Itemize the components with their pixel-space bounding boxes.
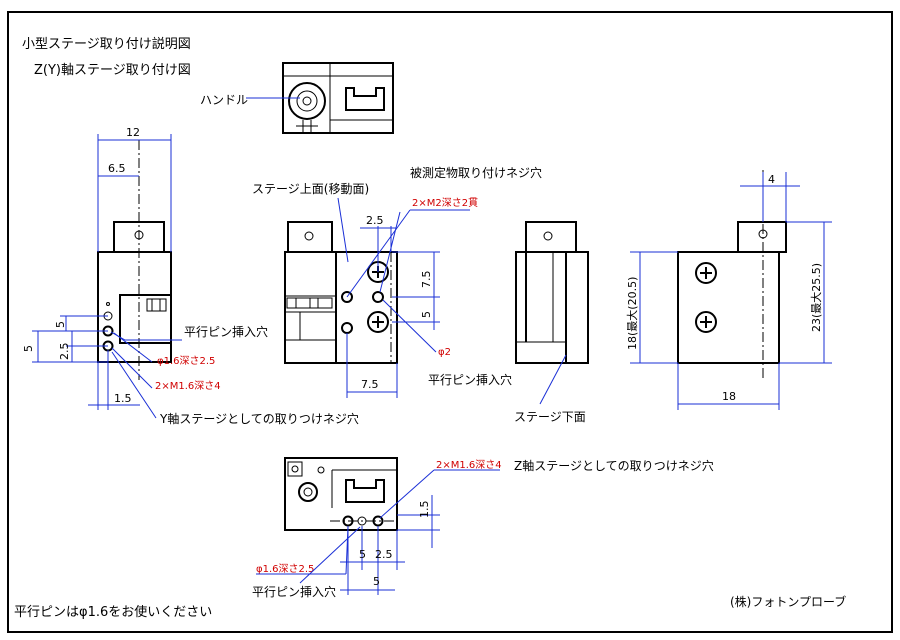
- label-y-stage-screw: Y軸ステージとしての取りつけネジ穴: [159, 411, 359, 426]
- dim-5-left-b: 5: [54, 321, 67, 328]
- label-parallel-pin-bottom: 平行ピン挿入穴: [252, 584, 336, 599]
- top-view: [282, 62, 394, 134]
- dim-5-front-v: 5: [420, 311, 433, 318]
- dim-7-5-front-v: 7.5: [420, 271, 433, 289]
- front-view: [284, 221, 398, 364]
- dim-18: 18: [722, 390, 736, 403]
- dim-6-5: 6.5: [108, 162, 126, 175]
- label-red-m2: 2×M2深さ2貫: [412, 197, 478, 209]
- label-z-stage-screw: Z軸ステージとしての取りつけネジ穴: [514, 458, 714, 473]
- label-m16-left: 2×M1.6深さ4: [155, 380, 221, 392]
- label-measured-screw: 被測定物取り付けネジ穴: [410, 165, 542, 180]
- label-parallel-pin-mid: 平行ピン挿入穴: [428, 372, 512, 387]
- label-phi2: φ2: [438, 347, 451, 358]
- right-view: [677, 170, 787, 380]
- label-height-right: 23(最大25.5): [809, 263, 823, 332]
- dim-2-5-bottom: 2.5: [375, 548, 393, 561]
- back-view: [515, 221, 589, 364]
- bottom-view: [284, 457, 398, 531]
- dim-2-5-left: 2.5: [58, 343, 71, 361]
- dim-1-5-left: 1.5: [114, 392, 132, 405]
- dim-4: 4: [768, 173, 775, 186]
- handle-knob: [288, 82, 326, 120]
- label-stage-bottom: ステージ下面: [514, 410, 586, 424]
- label-height-left: 18(最大(20.5): [625, 277, 639, 350]
- label-parallel-pin-left: 平行ピン挿入穴: [184, 324, 268, 339]
- dim-5-bottom-b: 5: [373, 575, 380, 588]
- label-phi16-left: φ1.6深さ2.5: [157, 355, 215, 367]
- title-main: 小型ステージ取り付け説明図: [22, 36, 191, 52]
- label-stage-top: ステージ上面(移動面): [252, 182, 369, 196]
- dim-5-left: 5: [22, 345, 35, 352]
- dim-2-5-front: 2.5: [366, 214, 384, 227]
- label-m16-bottom: 2×M1.6深さ4: [436, 459, 502, 471]
- company-name: (株)フォトンプローブ: [730, 594, 846, 609]
- dim-12: 12: [126, 126, 140, 139]
- dim-1-5-bottom: 1.5: [418, 501, 431, 519]
- footer-note: 平行ピンはφ1.6をお使いください: [14, 604, 212, 620]
- drawing-border: [7, 11, 893, 633]
- label-phi16-bottom: φ1.6深さ2.5: [256, 563, 314, 575]
- title-sub: Z(Y)軸ステージ取り付け図: [34, 63, 191, 78]
- label-handle: ハンドル: [200, 93, 248, 107]
- dim-7-5-front-h: 7.5: [361, 378, 379, 391]
- dim-5-bottom-a: 5: [359, 548, 366, 561]
